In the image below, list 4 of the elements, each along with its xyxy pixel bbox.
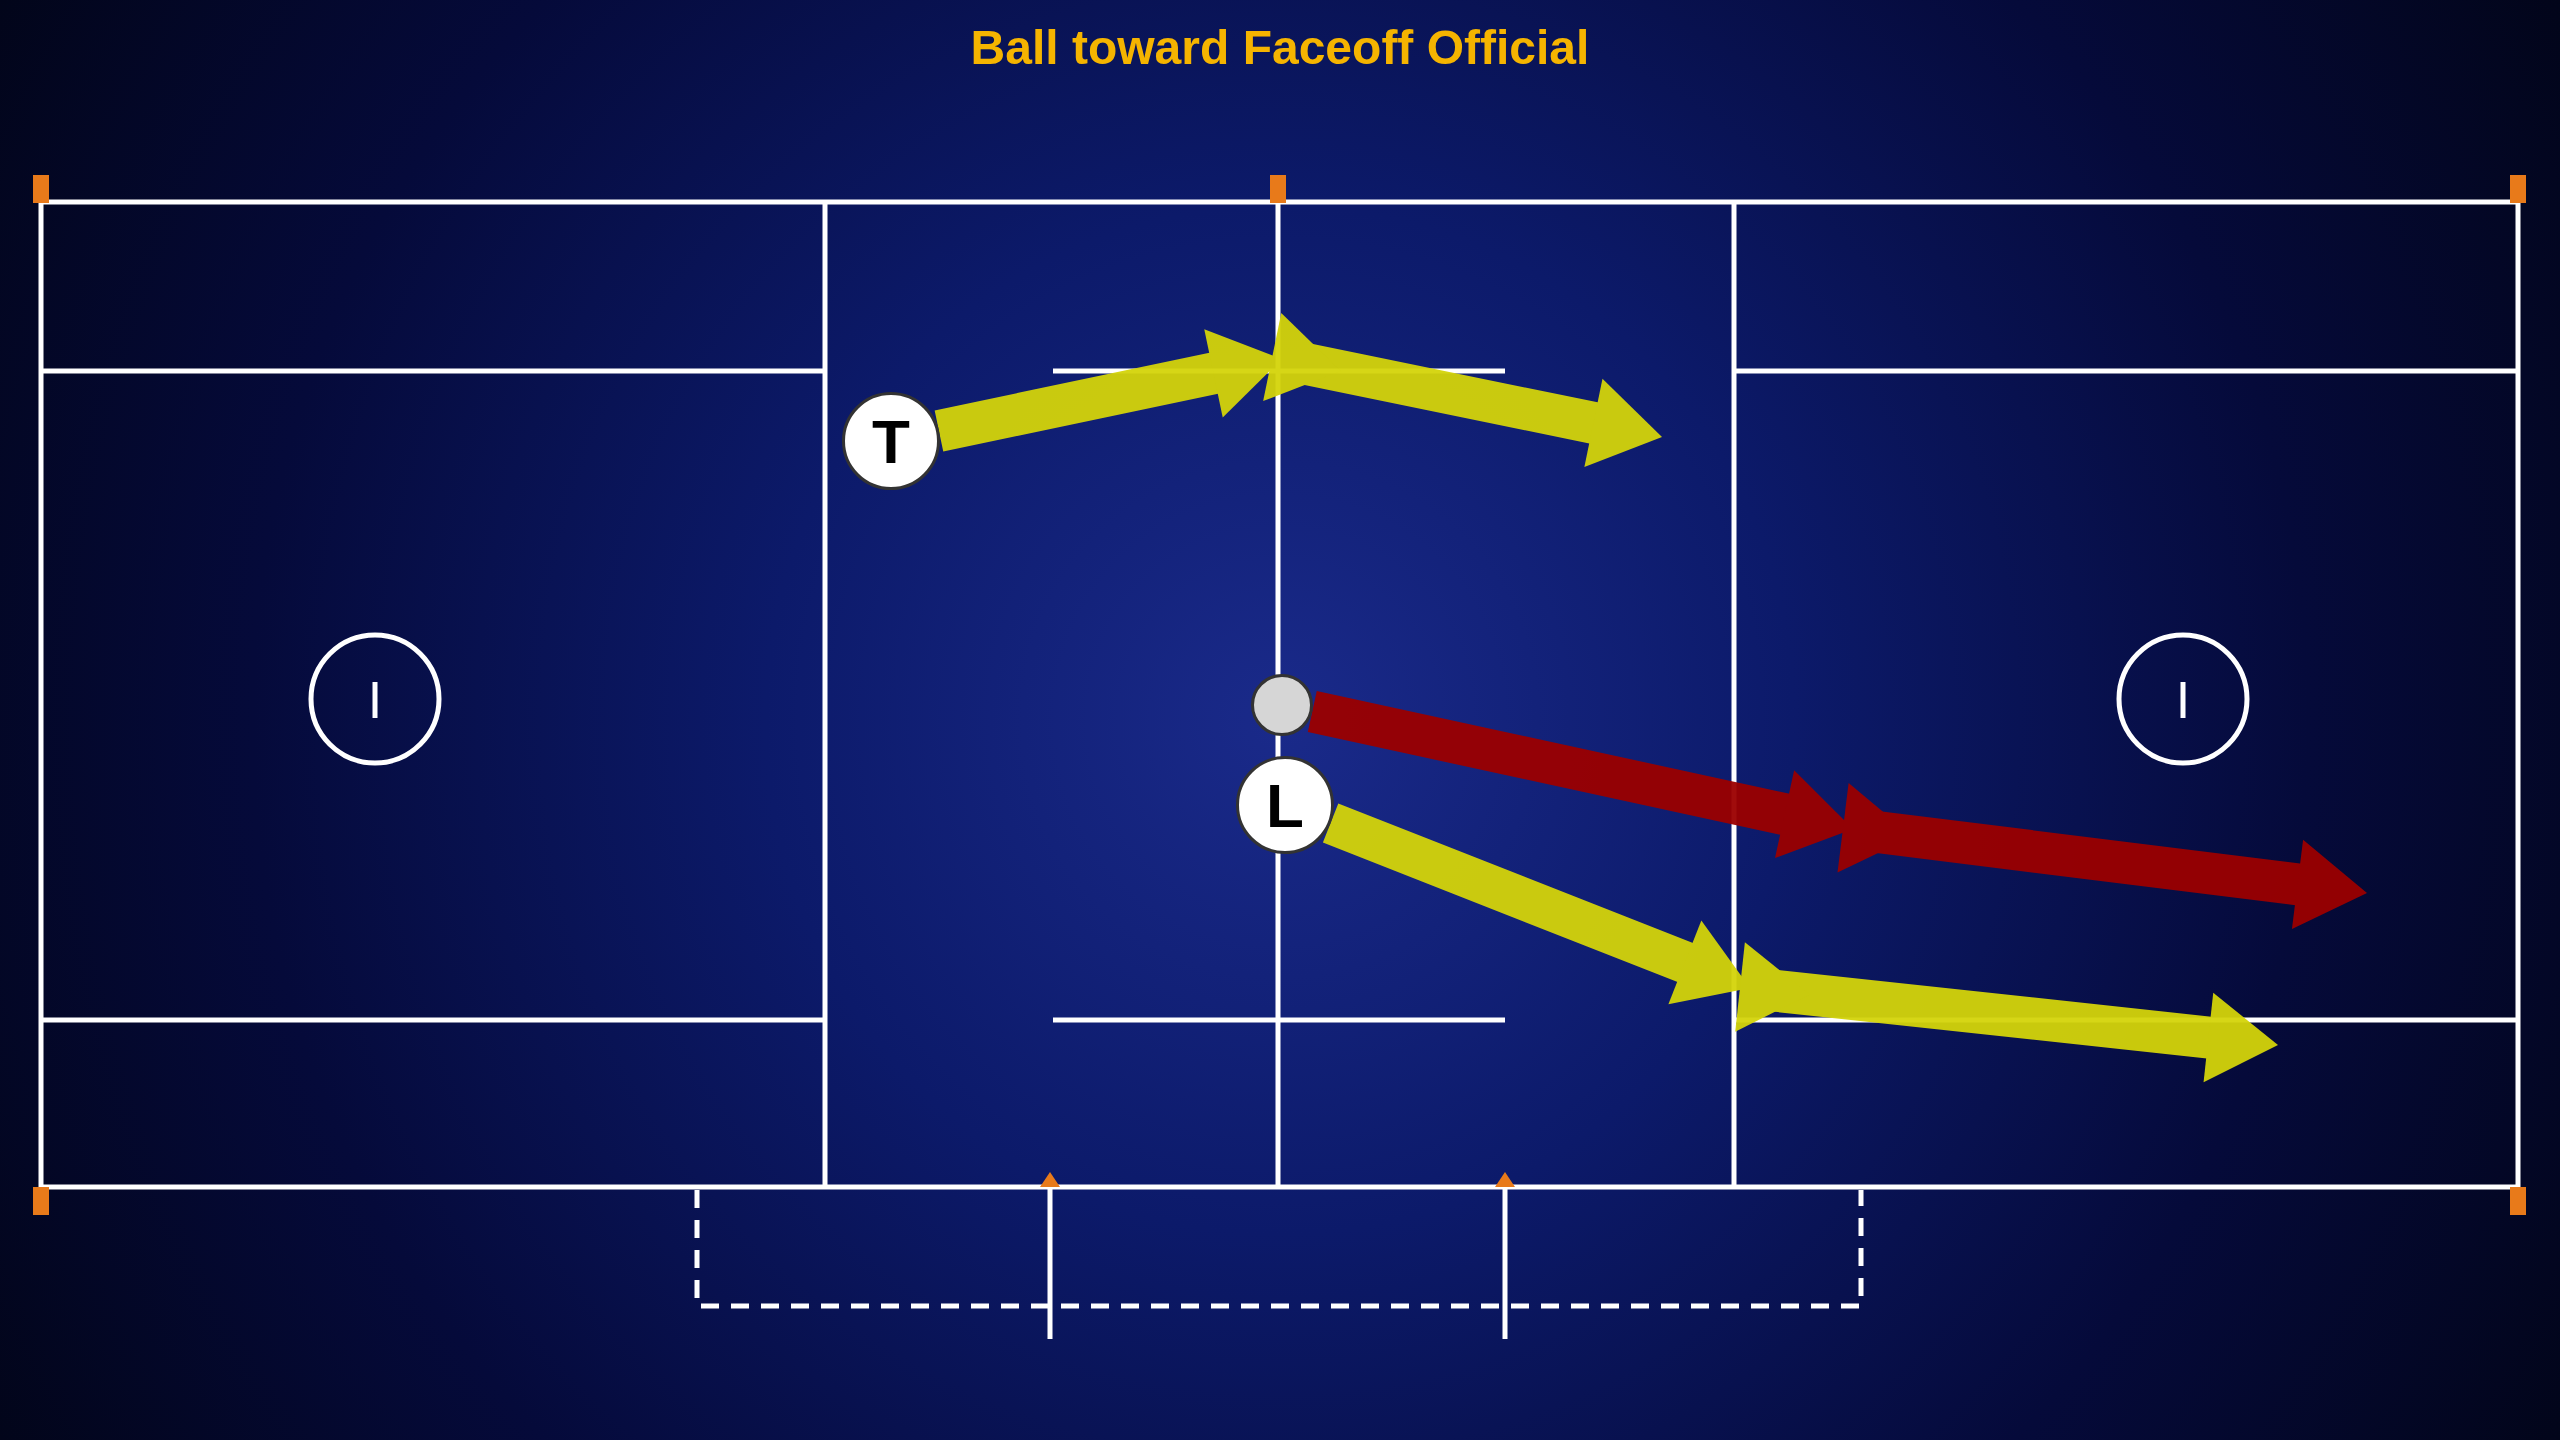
official-marker: T xyxy=(842,392,940,490)
title: Ball toward Faceoff Official xyxy=(970,21,1590,74)
ball xyxy=(1251,674,1313,736)
official-marker: L xyxy=(1236,756,1334,854)
